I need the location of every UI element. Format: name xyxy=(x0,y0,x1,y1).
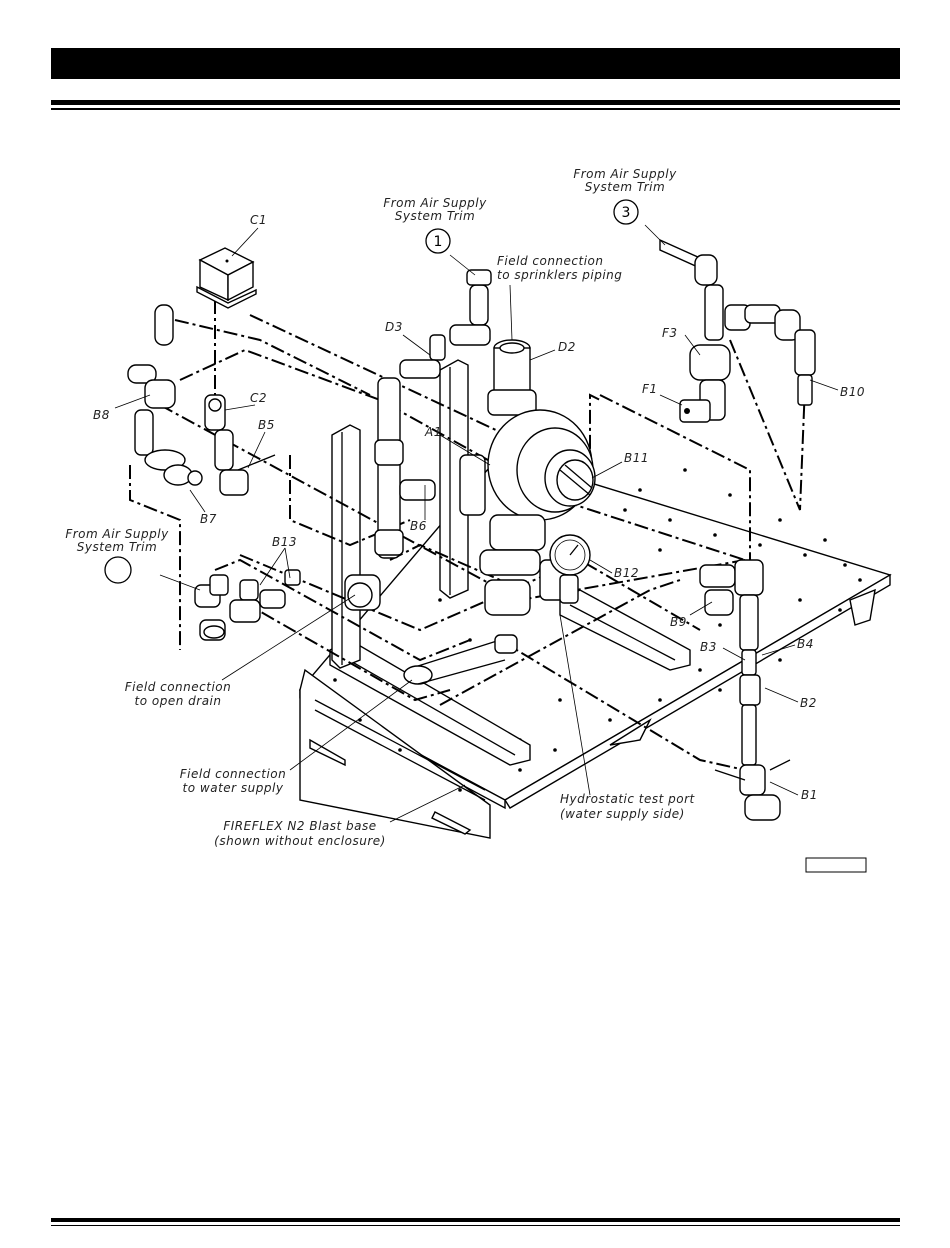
note-air-supply-top-line1: From Air Supply xyxy=(383,196,487,210)
note-field-sprinklers-line1: Field connection xyxy=(497,254,604,268)
note-air-supply-left-line1: From Air Supply xyxy=(65,527,169,541)
label-b10: B10 xyxy=(840,385,865,399)
callout-circle-blank xyxy=(104,556,132,584)
note-air-supply-right-line1: From Air Supply xyxy=(573,167,677,181)
label-d2: D2 xyxy=(558,340,576,354)
label-b6: B6 xyxy=(410,519,427,533)
label-b4: B4 xyxy=(797,637,814,651)
label-a1: A1 xyxy=(424,425,442,439)
callout-circle-3: 3 xyxy=(613,199,639,225)
label-b3: B3 xyxy=(700,640,717,654)
note-base-line2: (shown without enclosure) xyxy=(214,834,386,848)
note-hydrostatic-line2: (water supply side) xyxy=(560,807,685,821)
label-c2: C2 xyxy=(250,391,267,405)
label-c1: C1 xyxy=(250,213,267,227)
note-base-line1: FIREFLEX N2 Blast base xyxy=(223,819,376,833)
label-b9: B9 xyxy=(670,615,687,629)
lower-right-piping xyxy=(699,559,791,821)
svg-text:3: 3 xyxy=(622,205,631,221)
header-bar xyxy=(51,48,900,79)
note-field-water-line1: Field connection xyxy=(180,767,287,781)
header-rule-thick xyxy=(51,100,900,105)
footer-rule-thin xyxy=(51,1225,900,1226)
label-b11: B11 xyxy=(624,451,649,465)
central-valve xyxy=(403,339,596,685)
label-b7: B7 xyxy=(200,512,217,526)
left-piping xyxy=(127,304,276,496)
note-field-drain-line1: Field connection xyxy=(125,680,232,694)
note-field-drain-line2: to open drain xyxy=(135,694,222,708)
right-piping xyxy=(659,238,816,423)
label-f3: F3 xyxy=(662,326,678,340)
label-b8: B8 xyxy=(93,408,110,422)
note-hydrostatic-line1: Hydrostatic test port xyxy=(560,792,696,806)
note-air-supply-top-line2: System Trim xyxy=(395,209,475,223)
c1-junction-box xyxy=(196,247,257,309)
label-b5: B5 xyxy=(258,418,275,432)
d3-riser xyxy=(344,269,492,611)
channel-rails xyxy=(329,589,691,766)
note-field-water-line2: to water supply xyxy=(183,781,284,795)
note-field-sprinklers-line2: to sprinklers piping xyxy=(497,268,622,282)
b13-manifold xyxy=(194,569,301,641)
svg-text:1: 1 xyxy=(434,234,443,250)
label-f1: F1 xyxy=(642,382,658,396)
label-b1: B1 xyxy=(801,788,818,802)
note-air-supply-right-line2: System Trim xyxy=(585,180,665,194)
callout-circle-1: 1 xyxy=(425,228,451,254)
label-b13: B13 xyxy=(272,535,297,549)
footer-rule-thick xyxy=(51,1218,900,1222)
assembly-lines xyxy=(129,300,806,771)
note-air-supply-left-line2: System Trim xyxy=(77,540,157,554)
label-d3: D3 xyxy=(385,320,403,334)
label-b12: B12 xyxy=(614,566,639,580)
label-b2: B2 xyxy=(800,696,817,710)
header-rule-thin xyxy=(51,108,900,110)
leader-lines xyxy=(114,224,839,823)
drawing-reference-box xyxy=(805,857,867,873)
